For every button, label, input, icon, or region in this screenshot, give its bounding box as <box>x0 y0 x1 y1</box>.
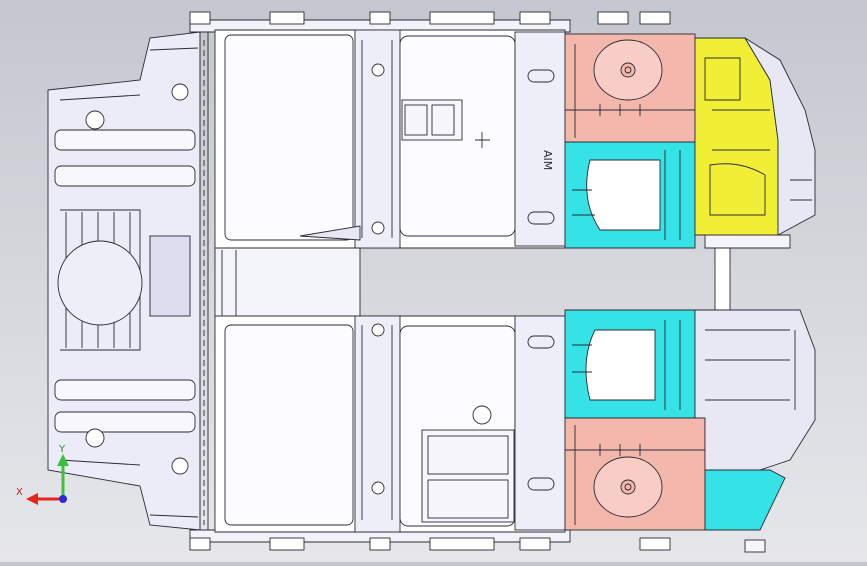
z-axis-dot <box>59 495 67 503</box>
floor-panel-upper: AIM <box>214 29 566 249</box>
front-rail-lower <box>564 417 706 531</box>
floor-panel-lower <box>214 315 566 533</box>
bottom-flange <box>189 529 671 551</box>
spare-wheel-well <box>57 240 143 326</box>
stamped-label: AIM <box>541 150 554 170</box>
y-axis-label: Y <box>58 444 66 455</box>
top-flange <box>189 11 671 33</box>
rear-cross-member <box>47 31 209 531</box>
front-rail-upper <box>564 33 696 143</box>
cyan-bracket-lower <box>564 309 696 419</box>
front-frame <box>694 37 816 553</box>
axis-triad: Y X <box>16 444 69 505</box>
cyan-bracket-upper <box>564 141 696 249</box>
x-axis-label: X <box>16 487 23 498</box>
cyan-bracket-corner <box>704 469 786 531</box>
